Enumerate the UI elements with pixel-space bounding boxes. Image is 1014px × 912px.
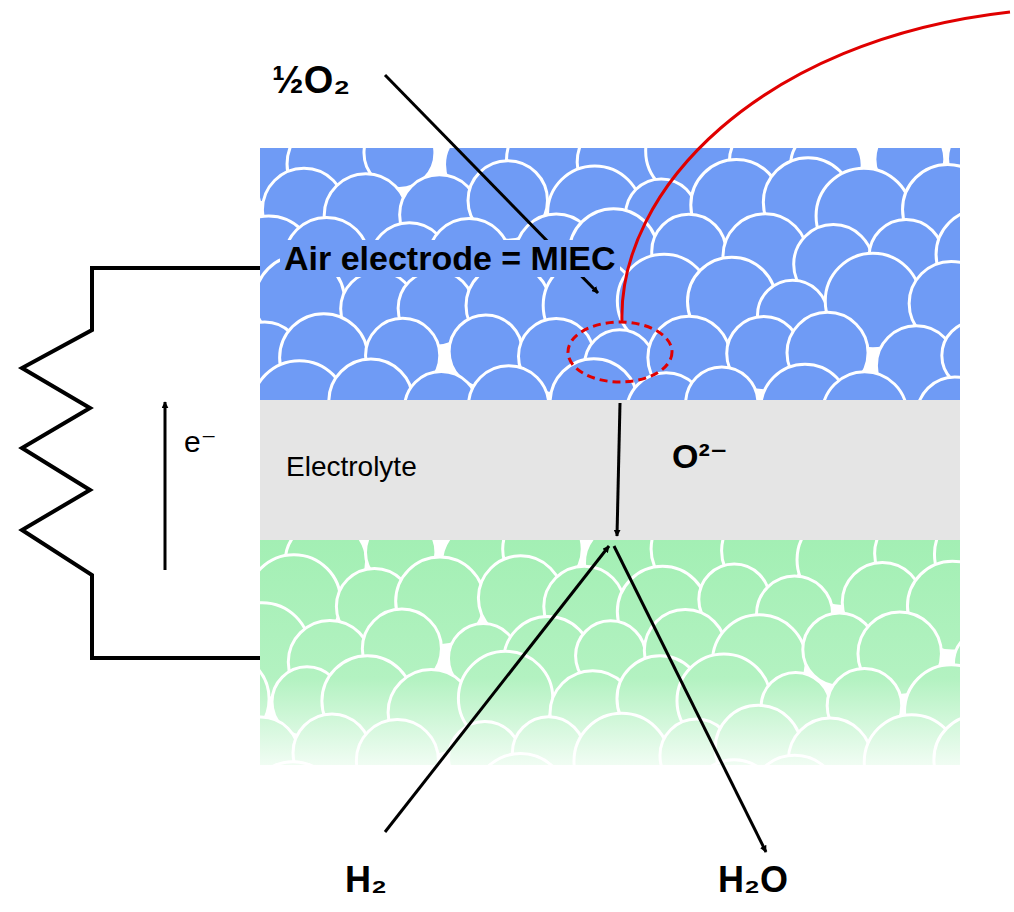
- product-label: H₂O: [718, 860, 788, 900]
- zoom-leader: [622, 12, 1010, 322]
- fuel-electrode-particles: [260, 540, 960, 765]
- flow-arrow: [614, 546, 766, 852]
- reaction-zone: [568, 322, 672, 382]
- flow-arrow: [617, 403, 620, 536]
- layer-label: Electrolyte: [282, 452, 421, 483]
- fuel-label: H₂: [345, 860, 387, 900]
- air-electrode-particles: [260, 148, 960, 400]
- layer-label: Air electrode = MIEC: [280, 240, 620, 277]
- ion-label: O²⁻: [668, 438, 732, 475]
- external-circuit: [22, 268, 260, 658]
- electrolyte: Electrolyte O²⁻: [260, 400, 960, 540]
- flow-arrows: [165, 75, 766, 852]
- flow-arrow: [385, 546, 609, 832]
- reactant-label: ½O₂: [272, 60, 350, 102]
- air-electrode: Air electrode = MIEC: [260, 148, 960, 400]
- electrolyte-band: [260, 400, 960, 540]
- electron-label: e⁻: [184, 425, 217, 458]
- flow-arrow: [164, 402, 167, 570]
